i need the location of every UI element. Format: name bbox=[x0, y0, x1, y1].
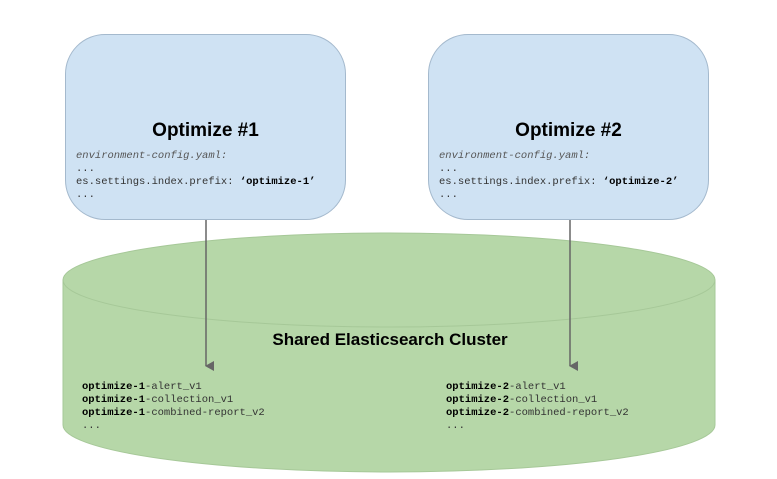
index-suffix: -alert_v1 bbox=[145, 381, 202, 393]
index-prefix: optimize-2 bbox=[446, 381, 510, 393]
index-list-2: optimize-2-alert_v1 optimize-2-collectio… bbox=[446, 381, 629, 433]
config-ellipsis-bottom: ... bbox=[76, 189, 95, 201]
index-prefix: optimize-1 bbox=[82, 381, 146, 393]
config-setting-value: ‘optimize-1’ bbox=[239, 176, 316, 188]
cylinder-body bbox=[62, 279, 716, 473]
index-suffix: -collection_v1 bbox=[509, 394, 598, 406]
index-suffix: -alert_v1 bbox=[509, 381, 566, 393]
index-suffix: -combined-report_v2 bbox=[509, 407, 629, 419]
index-list-1: optimize-1-alert_v1 optimize-1-collectio… bbox=[82, 381, 265, 433]
cluster-title: Shared Elasticsearch Cluster bbox=[272, 330, 508, 349]
index-prefix: optimize-2 bbox=[446, 407, 510, 419]
config-snippet: environment-config.yaml: ... es.settings… bbox=[76, 150, 315, 202]
config-setting-key: es.settings.index.prefix: bbox=[76, 176, 240, 188]
index-prefix: optimize-1 bbox=[82, 394, 146, 406]
cylinder-top bbox=[62, 232, 716, 328]
index-prefix: optimize-1 bbox=[82, 407, 146, 419]
cluster-cylinder bbox=[62, 232, 716, 473]
config-filename: environment-config.yaml: bbox=[439, 150, 591, 162]
config-setting-key: es.settings.index.prefix: bbox=[439, 176, 603, 188]
config-snippet: environment-config.yaml: ... es.settings… bbox=[439, 150, 678, 202]
config-setting-value: ‘optimize-2’ bbox=[602, 176, 679, 188]
optimize-instance-1: Optimize #1 environment-config.yaml: ...… bbox=[65, 34, 346, 220]
index-ellipsis: ... bbox=[82, 420, 101, 432]
index-suffix: -combined-report_v2 bbox=[145, 407, 265, 419]
instance-title: Optimize #2 bbox=[515, 120, 622, 141]
instance-title: Optimize #1 bbox=[152, 120, 259, 141]
index-prefix: optimize-2 bbox=[446, 394, 510, 406]
config-filename: environment-config.yaml: bbox=[76, 150, 228, 162]
config-ellipsis-top: ... bbox=[439, 163, 458, 175]
index-suffix: -collection_v1 bbox=[145, 394, 234, 406]
config-ellipsis-top: ... bbox=[76, 163, 95, 175]
optimize-instance-2: Optimize #2 environment-config.yaml: ...… bbox=[428, 34, 709, 220]
index-ellipsis: ... bbox=[446, 420, 465, 432]
config-ellipsis-bottom: ... bbox=[439, 189, 458, 201]
